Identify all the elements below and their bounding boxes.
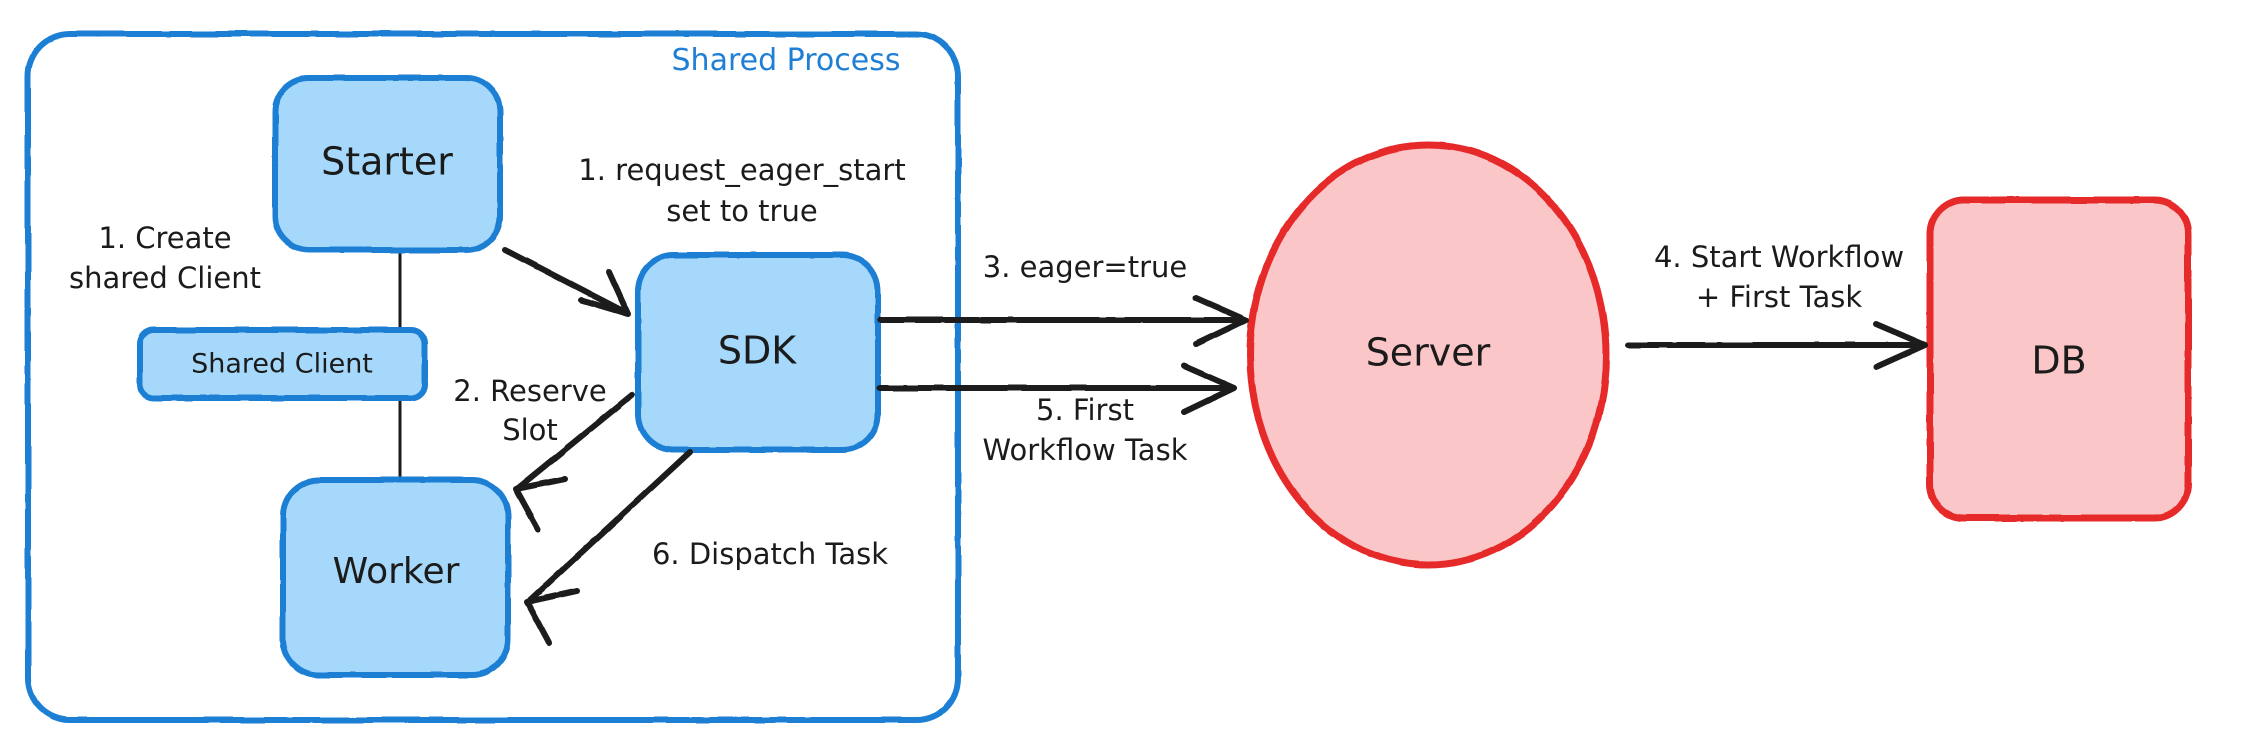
node-shared-client[interactable]: Shared Client — [137, 327, 428, 401]
edge-label-start-workflow: 4. Start Workflow + First Task — [1654, 240, 1904, 314]
edge-label-create-shared-client-line2: shared Client — [69, 261, 261, 295]
edge-eager-true — [877, 295, 1249, 347]
node-server-label: Server — [1366, 331, 1491, 375]
node-starter-label: Starter — [321, 140, 453, 184]
node-sdk-shape — [635, 252, 881, 453]
node-db[interactable]: DB — [1926, 196, 2192, 522]
edge-request-eager-start — [502, 247, 631, 317]
node-sdk[interactable]: SDK — [635, 252, 881, 453]
node-worker[interactable]: Worker — [280, 477, 511, 678]
edge-label-create-shared-client-line1: 1. Create — [98, 221, 231, 255]
edge-label-first-workflow-task-line1: 5. First — [1036, 393, 1134, 427]
shared-process-border — [25, 31, 961, 723]
edge-label-reserve-slot: 2. Reserve Slot — [453, 374, 606, 447]
node-worker-label: Worker — [333, 551, 460, 592]
edge-label-reserve-slot-line1: 2. Reserve — [453, 374, 606, 408]
node-starter[interactable]: Starter — [272, 75, 503, 253]
node-server-shape — [1246, 141, 1610, 569]
shared-process-label: Shared Process — [672, 43, 901, 78]
edge-label-first-workflow-task: 5. First Workflow Task — [983, 393, 1188, 467]
node-shared-client-shape — [137, 327, 428, 401]
node-shared-client-label: Shared Client — [191, 349, 373, 380]
edge-start-workflow — [1625, 321, 1928, 370]
edge-label-dispatch-task: 6. Dispatch Task — [652, 537, 888, 571]
node-worker-shape — [280, 477, 511, 678]
edge-first-workflow-task — [877, 363, 1237, 415]
edge-label-request-eager-start-line2: set to true — [666, 194, 817, 228]
edge-label-reserve-slot-line2: Slot — [502, 413, 558, 447]
edge-label-eager-true-line1: 3. eager=true — [983, 250, 1188, 284]
shared-process-container — [25, 31, 961, 723]
edge-label-dispatch-task-line1: 6. Dispatch Task — [652, 537, 888, 571]
edge-label-request-eager-start-line1: 1. request_eager_start — [578, 153, 905, 187]
node-server[interactable]: Server — [1246, 141, 1610, 569]
node-starter-shape — [272, 75, 503, 253]
edge-label-start-workflow-line1: 4. Start Workflow — [1654, 240, 1904, 274]
edge-reserve-slot — [513, 392, 635, 532]
edge-dispatch-task — [524, 449, 693, 646]
node-db-shape — [1926, 196, 2192, 522]
edge-label-first-workflow-task-line2: Workflow Task — [983, 433, 1188, 467]
node-db-label: DB — [2031, 339, 2086, 383]
edge-label-eager-true: 3. eager=true — [983, 250, 1188, 284]
edge-label-start-workflow-line2: + First Task — [1696, 280, 1863, 314]
edge-label-create-shared-client: 1. Create shared Client — [69, 221, 261, 295]
node-sdk-label: SDK — [718, 329, 797, 373]
edge-label-request-eager-start: 1. request_eager_start set to true — [578, 153, 905, 228]
